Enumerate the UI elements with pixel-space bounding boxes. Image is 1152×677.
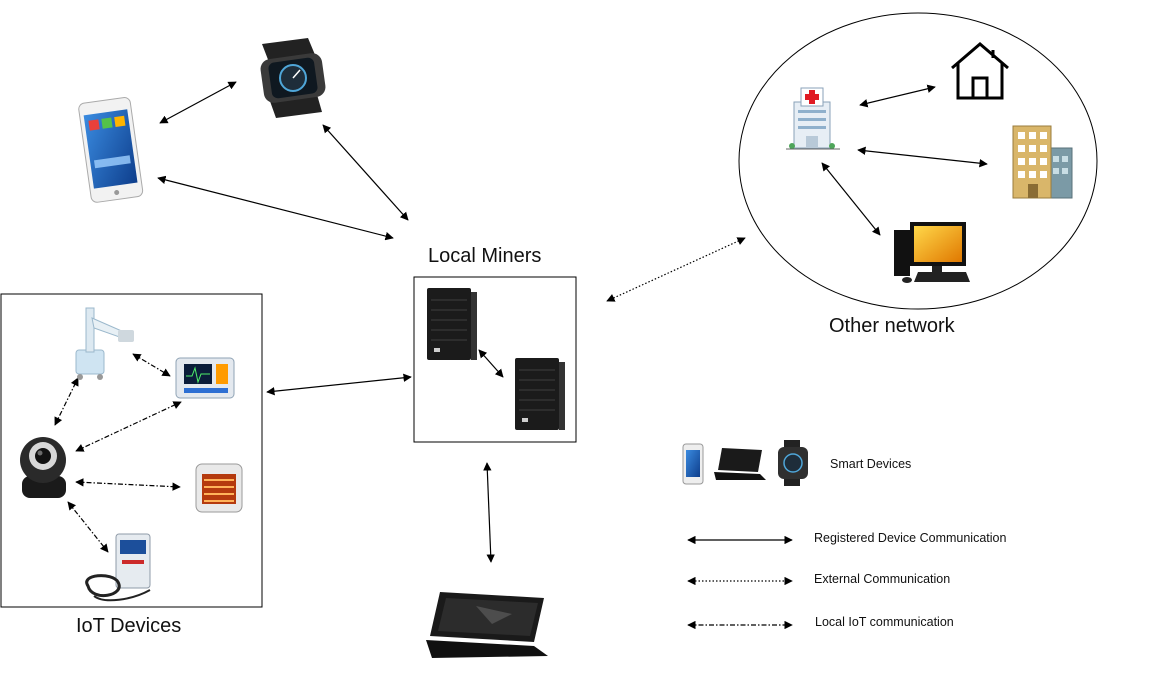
- other-network-label: Other network: [829, 315, 955, 337]
- legend-smartphone-icon: [682, 443, 704, 485]
- house-icon: [951, 42, 1009, 100]
- link-watch-miners: [322, 124, 409, 221]
- smartwatch-icon: [260, 38, 326, 118]
- legend-external-label: External Communication: [814, 572, 951, 586]
- link-iot-miners: [266, 373, 412, 396]
- webcam-icon: [20, 437, 66, 498]
- laptop-icon: [426, 592, 548, 658]
- office-building-icon: [1012, 125, 1073, 199]
- iot-devices-box: [0, 293, 263, 608]
- legend-registered-label: Registered Device Communication: [814, 531, 1007, 545]
- local-iot-links: [54, 353, 182, 553]
- registered-links: [157, 81, 988, 563]
- iot-devices-label: IoT Devices: [76, 615, 182, 637]
- legend-smart-devices-label: Smart Devices: [830, 457, 912, 471]
- legend-smartwatch-icon: [778, 440, 808, 486]
- hospital-icon: [786, 87, 840, 150]
- local-miners-box: [413, 276, 577, 443]
- link-hospital-house: [859, 84, 936, 108]
- local-miners-label: Local Miners: [428, 245, 542, 267]
- space-heater-icon: [195, 463, 243, 513]
- server-tower-icon-1: [427, 288, 477, 360]
- blood-pressure-monitor-icon: [85, 533, 151, 602]
- link-miners-laptop: [483, 462, 495, 563]
- link-phone-watch: [159, 81, 237, 124]
- link-miners-other-network: [606, 237, 746, 302]
- link-hospital-pc: [821, 162, 881, 236]
- link-hospital-building: [857, 146, 988, 168]
- legend-local-iot-label: Local IoT communication: [815, 615, 954, 629]
- other-network-ellipse: [738, 12, 1098, 310]
- smartphone-icon: [78, 97, 144, 203]
- xray-machine-icon: [75, 307, 134, 380]
- server-tower-icon-2: [515, 358, 565, 430]
- desktop-computer-icon: [894, 222, 970, 283]
- link-phone-miners: [157, 175, 394, 241]
- patient-monitor-icon: [175, 357, 235, 399]
- link-server-server: [478, 349, 504, 378]
- legend-laptop-icon: [714, 448, 766, 480]
